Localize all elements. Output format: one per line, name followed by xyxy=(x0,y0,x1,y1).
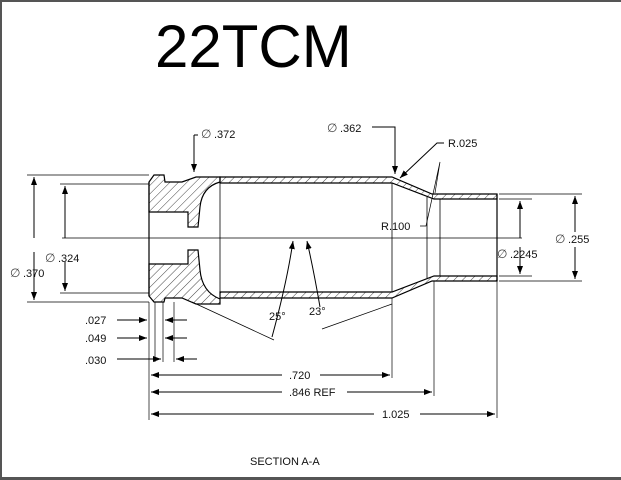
case-section xyxy=(148,174,498,305)
svg-text:∅: ∅ xyxy=(497,247,507,261)
base-diameter-label: .370 xyxy=(23,268,44,280)
groove-offset-label: .049 xyxy=(85,333,106,345)
angle-dimensions: 25° 23° xyxy=(191,240,393,341)
section-label: SECTION A-A xyxy=(250,456,320,468)
length-dimensions: .720 .846 REF 1.025 xyxy=(151,281,498,421)
neck-inside-diameter-label: .2245 xyxy=(510,249,538,261)
svg-text:∅: ∅ xyxy=(327,121,337,135)
svg-text:∅: ∅ xyxy=(201,127,211,141)
body-length-label: .720 xyxy=(289,370,310,382)
shoulder-radius-label: R.025 xyxy=(448,138,477,150)
drawing-title: 22TCM xyxy=(155,13,352,80)
shoulder-length-label: .846 REF xyxy=(289,387,336,399)
rim-diameter-label: .372 xyxy=(214,129,235,141)
rim-thickness-label: .027 xyxy=(85,315,106,327)
left-dimensions: ∅ .370 ∅ .324 xyxy=(10,174,149,303)
svg-text:∅: ∅ xyxy=(555,232,565,246)
svg-text:∅: ∅ xyxy=(10,266,20,280)
overall-length-label: 1.025 xyxy=(382,409,410,421)
neck-radius-label: R.100 xyxy=(381,221,410,233)
head-dimensions: .027 .049 .030 xyxy=(85,302,197,420)
svg-text:∅: ∅ xyxy=(45,251,55,265)
angle-left-label: 25° xyxy=(269,311,286,323)
top-callouts: ∅ .372 ∅ .362 R.025 R.100 xyxy=(191,121,477,233)
shoulder-diameter-label: .362 xyxy=(340,123,361,135)
right-dimensions: ∅ .2245 ∅ .255 xyxy=(497,193,589,282)
neck-outside-diameter-label: .255 xyxy=(568,234,589,246)
groove-width-label: .030 xyxy=(85,355,106,367)
angle-right-label: 23° xyxy=(309,306,326,318)
groove-diameter-label: .324 xyxy=(58,253,79,265)
